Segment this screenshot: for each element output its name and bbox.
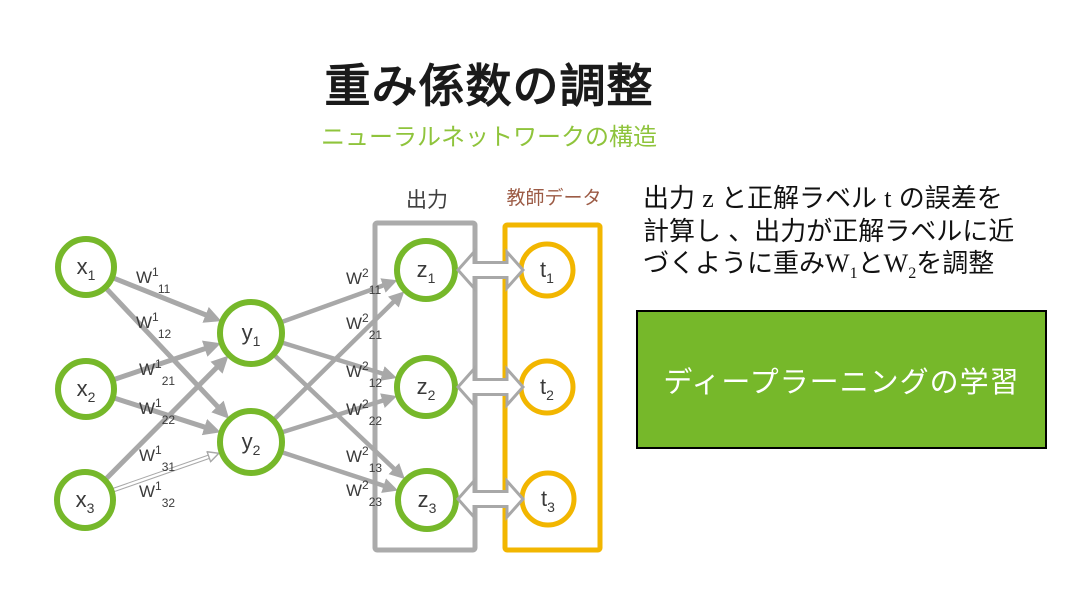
weight-label-w1-22: W122 [139, 396, 175, 427]
node-label-t1: t1 [540, 257, 554, 286]
edge-x1-y2 [104, 287, 230, 419]
node-label-t3: t3 [541, 486, 555, 515]
description-text-segment: と [857, 248, 884, 278]
description-line-2: 計算し 、出力が正解ラベルに近 [643, 216, 1015, 246]
node-z1 [394, 238, 458, 302]
description-line-1: 出力 z と正解ラベル t の誤差を [643, 182, 1068, 215]
node-y1 [217, 299, 285, 367]
node-z2 [394, 355, 458, 419]
node-x1 [55, 236, 117, 298]
node-label-z3: z3 [418, 487, 437, 516]
node-label-x1: x1 [77, 254, 96, 283]
description-text-segment: を調整 [916, 248, 995, 278]
edge-x1-y1 [112, 275, 222, 323]
teacher-box-label: 教師データ [506, 187, 601, 209]
deep-learning-banner: ディープラーニングの学習 [636, 310, 1047, 449]
compare-arrow-3 [455, 477, 526, 521]
weight-label-w1-31: W131 [139, 443, 175, 474]
node-label-x3: x3 [76, 487, 95, 516]
description-text-segment: の誤差を [891, 183, 1003, 213]
node-label-y1: y1 [242, 320, 261, 349]
description: 出力 z と正解ラベル t の誤差を 計算し 、出力が正解ラベルに近 づくように… [643, 182, 1068, 283]
node-label-y2: y2 [242, 429, 261, 458]
edge-x2-y1 [113, 340, 221, 382]
weight-label-w2-13: W213 [346, 444, 382, 475]
weight-label-w2-11: W211 [346, 266, 382, 297]
weight-label-w1-11: W111 [136, 265, 171, 296]
description-text-segment: 出力 [643, 183, 703, 213]
edge-x3-y2 [112, 454, 216, 493]
node-y2 [217, 408, 285, 476]
description-text-segment: W [825, 249, 850, 278]
compare-arrow-1 [455, 248, 526, 292]
edge-x3-y1 [104, 355, 229, 481]
description-text-segment: t [884, 184, 892, 213]
output-box-label: 出力 [406, 189, 448, 212]
description-text-segment: と正解ラベル [713, 183, 885, 213]
node-label-x2: x2 [77, 376, 96, 405]
weight-label-w2-21: W221 [346, 311, 382, 342]
weight-label-w2-22: W222 [346, 397, 382, 428]
weight-label-w1-12: W112 [136, 310, 172, 341]
description-text-segment: 2 [908, 265, 917, 283]
weight-label-w2-12: W212 [346, 359, 382, 390]
edge-y2-z1 [272, 291, 405, 421]
compare-arrow-2 [455, 365, 526, 409]
node-z3 [395, 468, 459, 532]
node-x3 [54, 469, 116, 531]
description-text-segment: z [702, 184, 714, 213]
description-text-segment: W [883, 249, 909, 278]
description-text-segment: づくように重み [643, 248, 826, 278]
node-label-z1: z1 [417, 257, 436, 286]
node-label-t2: t2 [540, 374, 554, 403]
edge-y2-z2 [281, 393, 397, 435]
weight-label-w1-21: W121 [139, 357, 175, 388]
node-x2 [55, 358, 117, 420]
page-subtitle: ニューラルネットワークの構造 [321, 124, 657, 151]
edge-y2-z3 [281, 450, 399, 493]
weight-label-w2-23: W223 [346, 478, 382, 509]
description-line-3: づくように重みW1とW2を調整 [643, 247, 1068, 283]
node-label-z2: z2 [417, 374, 436, 403]
edge-x2-y2 [113, 395, 221, 436]
weight-label-w1-32: W132 [139, 479, 175, 510]
page-title: 重み係数の調整 [324, 60, 654, 112]
description-text-segment: 1 [849, 265, 858, 283]
edge-y1-z1 [281, 278, 398, 324]
